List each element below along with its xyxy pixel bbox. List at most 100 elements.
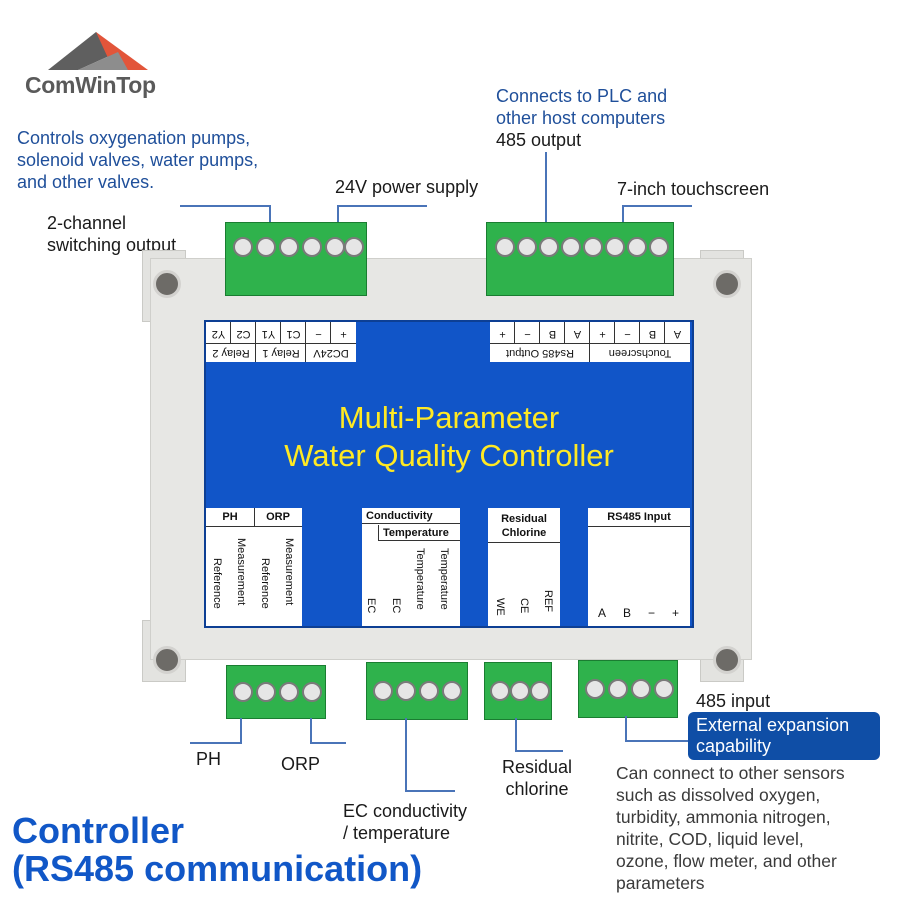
pin-strip-ph-orp: PH ORP Reference Measurement Reference M… xyxy=(206,508,302,626)
pin-label: − xyxy=(514,322,540,343)
pin-label: A xyxy=(598,606,607,620)
screw-icon xyxy=(583,237,603,257)
temperature-label: Temperature xyxy=(414,548,426,610)
chlorine-header: Residual Chlorine xyxy=(488,512,560,543)
screw-icon xyxy=(605,237,625,257)
mounting-hole xyxy=(153,646,181,674)
callout-touchscreen: 7-inch touchscreen xyxy=(617,179,770,199)
terminal-block-485-touchscreen xyxy=(486,222,674,296)
leader-line xyxy=(337,205,339,233)
terminal-block-ph-orp xyxy=(226,665,326,719)
mounting-hole xyxy=(713,646,741,674)
temperature-header: Temperature xyxy=(378,525,460,541)
leader-line xyxy=(625,740,688,742)
pin-label: B xyxy=(639,322,665,343)
orp-header: ORP xyxy=(254,508,302,527)
leader-line xyxy=(269,205,271,233)
screw-icon xyxy=(631,679,651,699)
screw-icon xyxy=(495,237,515,257)
leader-line xyxy=(625,716,627,742)
leader-line xyxy=(545,152,547,230)
pin-label: B xyxy=(539,322,565,343)
ref-label: REF xyxy=(542,590,554,612)
expansion-badge: External expansion capability xyxy=(688,712,880,760)
leader-line xyxy=(405,718,407,792)
ec-label: EC xyxy=(365,598,377,614)
screw-icon xyxy=(256,682,276,702)
screw-icon xyxy=(608,679,628,699)
screw-icon xyxy=(302,237,322,257)
pin-label: − xyxy=(614,322,640,343)
brand-logo xyxy=(18,22,198,112)
leader-line xyxy=(622,205,692,207)
pin-label: + xyxy=(672,606,680,620)
terminal-block-chlorine xyxy=(484,662,552,720)
controller-panel: DC24V Relay 1 Relay 2 + − C1 Y1 C2 Y2 To… xyxy=(204,320,694,628)
callout-485-output: 485 output xyxy=(496,130,582,150)
screw-icon xyxy=(649,237,669,257)
pin-label: − xyxy=(648,606,656,620)
callout-485-input: 485 input xyxy=(696,691,771,711)
screw-icon xyxy=(344,237,364,257)
orp-measurement-label: Measurement xyxy=(283,538,295,606)
callout-controls: Controls oxygenation pumps, solenoid val… xyxy=(17,128,259,192)
callout-ec-temperature: EC conductivity / temperature xyxy=(343,801,468,843)
screw-icon xyxy=(654,679,674,699)
pin-label: B xyxy=(623,606,632,620)
orp-reference-label: Reference xyxy=(259,558,271,609)
screw-icon xyxy=(510,681,530,701)
temperature-label: Temperature xyxy=(438,548,450,610)
pin-group-label: Rs485 Output xyxy=(506,347,574,359)
callout-orp: ORP xyxy=(281,754,321,774)
leader-line xyxy=(622,205,624,233)
screw-icon xyxy=(279,682,299,702)
screw-icon xyxy=(325,237,345,257)
pin-label: A xyxy=(664,322,690,343)
pin-label: Y1 xyxy=(255,322,281,343)
screw-icon xyxy=(585,679,605,699)
ph-measurement-label: Measurement xyxy=(235,538,247,606)
logo-mark-icon xyxy=(48,32,148,70)
brand-name: ComWinTop xyxy=(25,72,156,98)
panel-title-line2: Water Quality Controller xyxy=(284,438,614,473)
screw-icon xyxy=(256,237,276,257)
pin-strip-chlorine: Residual Chlorine WE CE REF xyxy=(488,508,560,626)
leader-line xyxy=(310,742,346,744)
pin-strip-485-touchscreen: Touchscreen Rs485 Output A B − + A B − + xyxy=(490,322,690,362)
callout-switching-output: 2-channel switching output xyxy=(47,213,177,255)
we-label: WE xyxy=(494,598,506,616)
screw-icon xyxy=(396,681,416,701)
callout-expansion-sensors: Can connect to other sensors such as dis… xyxy=(616,763,845,893)
callout-power-supply: 24V power supply xyxy=(335,177,479,197)
leader-line xyxy=(180,205,270,207)
leader-line xyxy=(310,718,312,744)
callout-ph: PH xyxy=(196,749,222,769)
rs485-input-header: RS485 Input xyxy=(588,508,690,527)
leader-line xyxy=(515,718,517,752)
ec-label: EC xyxy=(390,598,402,614)
screw-icon xyxy=(517,237,537,257)
pin-group-label: DC24V xyxy=(305,344,356,362)
ph-reference-label: Reference xyxy=(211,558,223,609)
leader-line xyxy=(190,742,242,744)
screw-icon xyxy=(419,681,439,701)
callout-plc: Connects to PLC and other host computers xyxy=(496,86,668,128)
pin-label: − xyxy=(305,322,331,343)
leader-line xyxy=(515,750,563,752)
pin-strip-relay-power: DC24V Relay 1 Relay 2 + − C1 Y1 C2 Y2 xyxy=(206,322,356,362)
screw-icon xyxy=(561,237,581,257)
callout-residual-chlorine: Residual chlorine xyxy=(502,757,573,799)
leader-line xyxy=(337,205,427,207)
footer-title: Controller (RS485 communication) xyxy=(12,812,422,888)
screw-icon xyxy=(373,681,393,701)
screw-icon xyxy=(530,681,550,701)
terminal-block-conductivity xyxy=(366,662,468,720)
pin-group-label: Relay 1 xyxy=(255,344,306,362)
screw-icon xyxy=(302,682,322,702)
terminal-block-rs485-input xyxy=(578,660,678,718)
mounting-hole xyxy=(153,270,181,298)
pin-strip-rs485-input: RS485 Input A B − + xyxy=(588,508,690,626)
screw-icon xyxy=(233,237,253,257)
conductivity-header: Conductivity xyxy=(362,508,460,524)
footer-title-line1: Controller xyxy=(12,810,185,851)
